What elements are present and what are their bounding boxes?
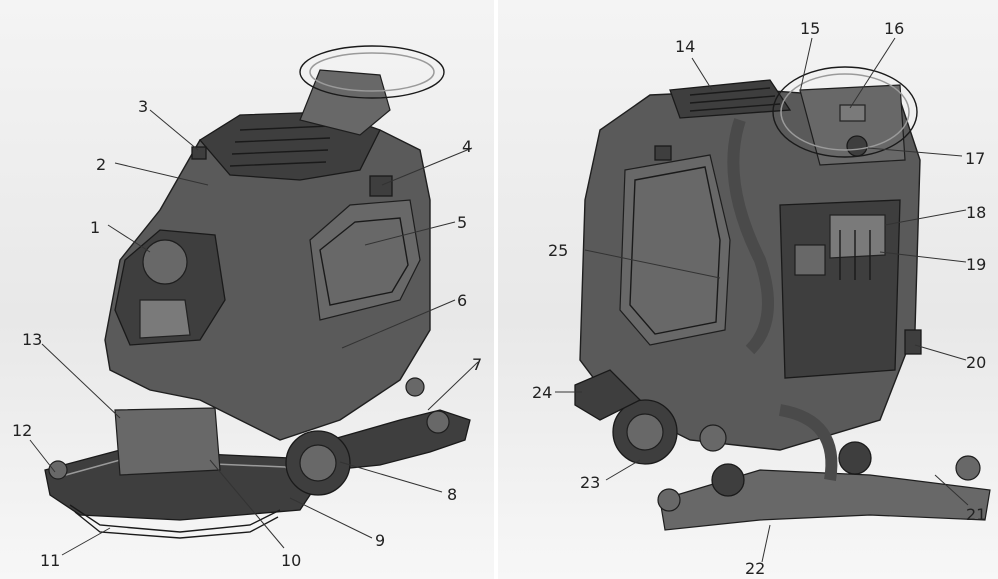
squeegee-wheel-left (426, 410, 450, 434)
callout-8: 8 (447, 485, 457, 504)
leader-4 (381, 147, 473, 186)
squeegee-knob-left (405, 377, 425, 397)
callout-9: 9 (375, 531, 385, 550)
callout-12: 12 (12, 421, 32, 440)
lid-vents-right (689, 87, 781, 112)
rear-caster-2-right (838, 441, 872, 475)
leader-7 (427, 361, 479, 411)
callout-15: 15 (800, 19, 820, 38)
side-latch-right (654, 145, 672, 161)
side-latch-left (369, 175, 393, 197)
callout-4: 4 (462, 137, 472, 156)
drain-cap-right (699, 424, 727, 452)
steering-column-left (299, 69, 391, 136)
tank-opening-left (142, 239, 188, 285)
callout-24: 24 (532, 383, 552, 402)
callout-13: 13 (22, 330, 42, 349)
callout-11: 11 (40, 551, 60, 570)
vent-grille-right (794, 244, 826, 276)
side-window-right (619, 154, 731, 346)
steering-wheel-left (299, 45, 445, 99)
leader-8 (339, 461, 443, 493)
callout-25: 25 (548, 241, 568, 260)
steering-wheel-inner-left (309, 52, 435, 92)
right-callout-labels: 14 15 16 17 18 19 20 21 22 23 24 25 (532, 19, 986, 578)
callout-5: 5 (457, 213, 467, 232)
leader-5 (364, 221, 456, 246)
front-label-left (139, 299, 191, 339)
rear-caster-right (711, 463, 745, 497)
brush-bristles-lower-left (74, 511, 279, 539)
leader-14 (691, 57, 713, 91)
leader-1 (107, 224, 151, 253)
drive-wheel-hub-right (626, 413, 664, 451)
callout-20: 20 (966, 353, 986, 372)
right-machine-drawing (574, 66, 991, 531)
callout-23: 23 (580, 473, 600, 492)
lever-block-right (829, 214, 886, 259)
callout-19: 19 (966, 255, 986, 274)
callout-14: 14 (675, 37, 695, 56)
key-switch-right (846, 135, 868, 157)
leader-16 (849, 37, 896, 109)
leader-11 (61, 527, 111, 556)
front-bumper-roller-left (48, 460, 68, 480)
leader-19 (879, 251, 967, 263)
callout-7: 7 (472, 355, 482, 374)
callout-2: 2 (96, 155, 106, 174)
steering-wheel-inner-right (780, 73, 910, 151)
leader-9 (289, 497, 373, 539)
brush-deck-right (574, 369, 642, 421)
right-leader-lines (555, 37, 969, 563)
leader-22 (761, 524, 771, 563)
callout-1: 1 (90, 218, 100, 237)
leader-3 (149, 109, 199, 151)
side-window-frame-right (629, 166, 721, 335)
leader-13 (41, 343, 121, 419)
lid-vents-left (229, 125, 331, 167)
leader-10 (209, 459, 285, 549)
left-machine-drawing (44, 45, 471, 539)
display-right (839, 104, 866, 122)
leader-18 (884, 209, 967, 226)
left-leader-lines (29, 109, 479, 556)
leader-6 (341, 299, 456, 349)
callout-18: 18 (966, 203, 986, 222)
drive-wheel-hub-left (299, 444, 337, 482)
side-window-frame-left (319, 217, 409, 306)
leader-20 (914, 344, 967, 361)
squeegee-caster-left-right (657, 488, 681, 512)
side-button-right (904, 329, 922, 355)
callout-3: 3 (138, 97, 148, 116)
drain-hose-right (727, 118, 774, 355)
leader-23 (605, 459, 641, 481)
steering-wheel-right (772, 66, 918, 158)
levers-right (839, 230, 871, 280)
brush-motor-left (114, 407, 221, 476)
leader-17 (867, 147, 963, 157)
suction-hose-right (778, 404, 838, 481)
callout-6: 6 (457, 291, 467, 310)
leader-15 (799, 37, 813, 93)
callout-10: 10 (281, 551, 301, 570)
leader-21 (934, 474, 969, 506)
left-callout-labels: 1 2 3 4 5 6 7 8 9 10 11 12 13 (12, 97, 482, 570)
leader-12 (29, 439, 56, 473)
leader-25 (584, 249, 721, 279)
squeegee-caster-right-right (955, 455, 981, 481)
callout-22: 22 (745, 559, 765, 578)
leader-2 (114, 162, 209, 186)
top-switch-left (191, 146, 207, 160)
callout-21: 21 (966, 505, 986, 524)
callout-17: 17 (965, 149, 985, 168)
callout-16: 16 (884, 19, 904, 38)
